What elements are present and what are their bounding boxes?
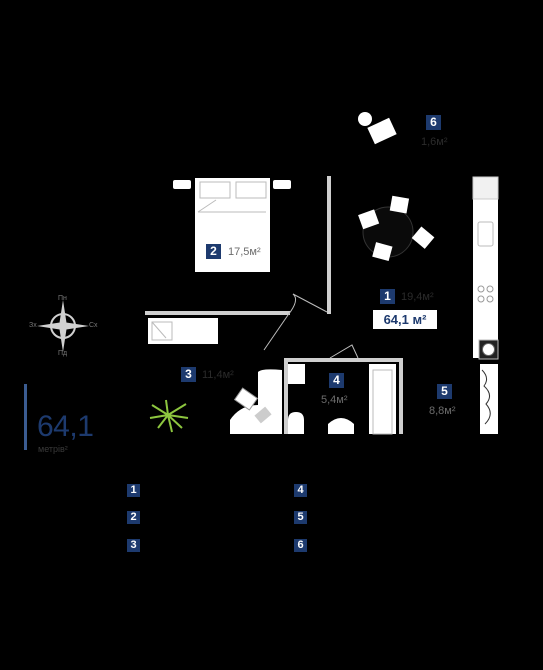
plant-leaves	[149, 399, 189, 433]
compass-south-label: Пд	[58, 350, 68, 357]
bath-sink	[328, 418, 354, 434]
total-area-value: 64,1	[37, 410, 94, 443]
nightstand-left	[173, 180, 191, 189]
stove-burner-1	[477, 285, 485, 293]
bathtub-inner	[372, 369, 393, 435]
compass-needle	[37, 300, 89, 352]
legend-badge-1: 1	[127, 484, 140, 497]
armchair	[230, 369, 282, 434]
total-area-badge: 64,1 м²	[373, 310, 437, 329]
hall-cabinet-detail	[151, 321, 173, 341]
kitchen-counter	[473, 177, 498, 358]
room-badge-5: 5	[437, 384, 452, 399]
hallway-furniture	[148, 318, 282, 434]
doors	[263, 293, 359, 359]
bed-blanket	[197, 199, 266, 213]
washing-machine-drum	[482, 343, 495, 356]
stove-burner-3	[477, 295, 485, 303]
balcony-furniture	[358, 112, 397, 145]
plant	[149, 399, 189, 433]
total-accent-bar	[24, 384, 27, 450]
wardrobe-texture	[481, 369, 491, 425]
dining-set	[358, 195, 435, 262]
room-badge-2: 2	[206, 244, 221, 259]
pillow-left	[199, 181, 231, 199]
side-table	[254, 406, 272, 424]
walls	[145, 176, 403, 434]
room-area-2: 17,5м²	[228, 246, 261, 258]
kitchen-upper	[472, 176, 499, 200]
armchair-cushion	[233, 387, 259, 411]
dining-chair-1	[389, 195, 410, 214]
dining-chair-4	[411, 226, 435, 249]
room-area-3: 11,4м²	[202, 369, 234, 381]
legend-badge-6: 6	[294, 539, 307, 552]
compass-north-label: Пн	[58, 295, 67, 302]
legend-badge-2: 2	[127, 511, 140, 524]
legend-badge-4: 4	[294, 484, 307, 497]
stove-burner-2	[486, 285, 494, 293]
dining-chair-3	[372, 242, 393, 262]
room-badge-3: 3	[181, 367, 196, 382]
kitchen-sink	[477, 221, 494, 247]
compass-east-label: Сх	[89, 322, 98, 329]
wall-bath-left	[284, 358, 288, 434]
compass-west-label: Зх	[29, 322, 37, 329]
toilet-tank	[288, 364, 305, 384]
kitchen	[472, 176, 499, 434]
nightstand-right	[273, 180, 291, 189]
pillow-right	[235, 181, 267, 199]
room-badge-1: 1	[380, 289, 395, 304]
room-area-6: 1,6м²	[421, 136, 448, 148]
kitchen-stove	[477, 285, 494, 303]
wall-bath-right	[399, 358, 403, 434]
toilet-bowl	[288, 412, 304, 434]
stove-burner-4	[486, 295, 494, 303]
room-area-5: 8,8м²	[429, 405, 456, 417]
room-badge-4: 4	[329, 373, 344, 388]
room-area-1: 19,4м²	[401, 291, 434, 303]
legend-badge-3: 3	[127, 539, 140, 552]
wall-bath-top	[284, 358, 402, 362]
dining-chair-2	[358, 209, 380, 230]
wall-bedroom-right	[327, 176, 331, 314]
legend-badge-5: 5	[294, 511, 307, 524]
wall-hall-top	[145, 311, 290, 315]
door-bath	[329, 344, 359, 359]
room-area-4: 5,4м²	[321, 394, 348, 406]
room-badge-6: 6	[426, 115, 441, 130]
total-area-unit: метрів²	[38, 444, 68, 454]
compass	[37, 300, 89, 352]
door-bedroom	[263, 293, 297, 351]
balcony-chair	[367, 117, 397, 145]
door-bedroom-leaf	[292, 293, 328, 313]
balcony-table	[358, 112, 372, 126]
bathroom-fixtures	[288, 364, 396, 435]
